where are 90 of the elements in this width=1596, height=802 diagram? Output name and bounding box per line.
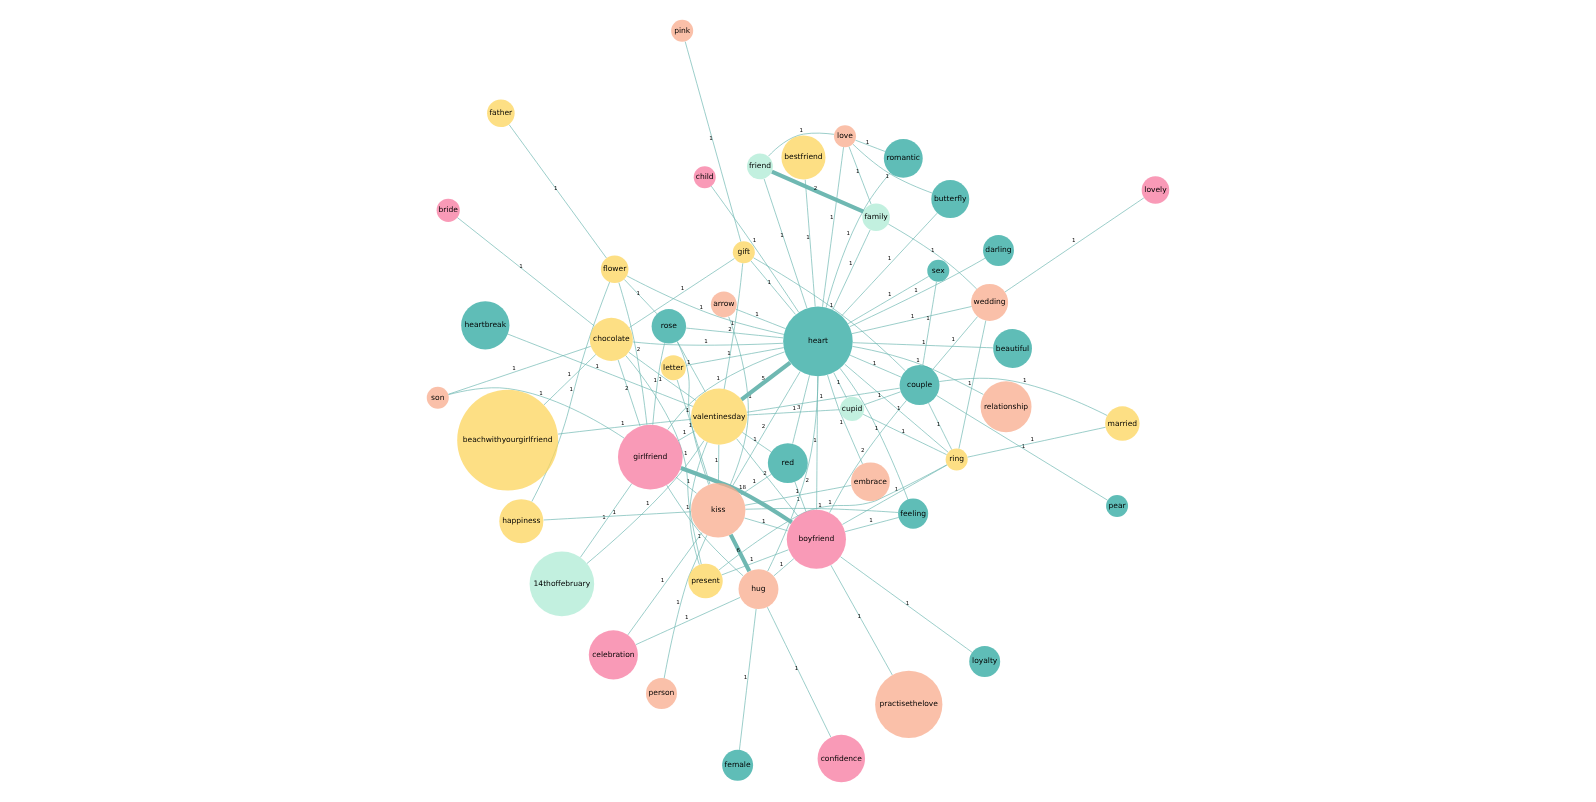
connector bbox=[967, 426, 1106, 458]
connector bbox=[862, 414, 947, 455]
connector bbox=[652, 342, 665, 426]
connector bbox=[767, 606, 832, 738]
connector bbox=[728, 533, 752, 573]
connector bbox=[448, 346, 592, 395]
connector bbox=[932, 316, 978, 371]
connector bbox=[829, 399, 907, 514]
connector bbox=[742, 432, 772, 453]
connector bbox=[680, 466, 793, 525]
connector bbox=[840, 556, 973, 653]
connector bbox=[938, 377, 1108, 416]
connector bbox=[832, 229, 871, 311]
connector bbox=[745, 508, 899, 513]
connector bbox=[635, 597, 741, 645]
connector bbox=[723, 262, 744, 390]
connector bbox=[689, 441, 708, 565]
connector bbox=[543, 354, 597, 406]
connector bbox=[667, 351, 786, 430]
connector bbox=[684, 41, 742, 242]
connector bbox=[676, 341, 710, 485]
connector bbox=[763, 178, 808, 309]
connector bbox=[842, 464, 948, 525]
connector bbox=[739, 608, 757, 751]
connector bbox=[675, 476, 697, 494]
connector bbox=[753, 257, 906, 372]
connector bbox=[822, 146, 844, 308]
connector bbox=[676, 379, 711, 485]
connector bbox=[685, 347, 784, 366]
connector bbox=[663, 534, 708, 679]
connector bbox=[735, 308, 786, 329]
connector bbox=[666, 484, 744, 577]
connector bbox=[744, 485, 852, 506]
connector bbox=[731, 371, 801, 488]
connector bbox=[928, 402, 953, 450]
connector bbox=[507, 333, 694, 407]
connector bbox=[830, 564, 893, 676]
connector bbox=[887, 223, 978, 290]
connector bbox=[626, 275, 785, 335]
connector bbox=[627, 532, 703, 636]
connector bbox=[736, 438, 799, 517]
connector bbox=[922, 281, 937, 366]
connector bbox=[448, 387, 625, 439]
connector bbox=[847, 276, 929, 325]
connector bbox=[1004, 197, 1145, 293]
connector bbox=[771, 169, 865, 214]
connector bbox=[624, 279, 658, 315]
connector bbox=[844, 517, 899, 532]
connector bbox=[852, 143, 933, 194]
connector bbox=[849, 354, 902, 378]
connector bbox=[750, 260, 796, 315]
connector bbox=[768, 132, 835, 157]
connector bbox=[958, 320, 987, 450]
connector bbox=[543, 511, 692, 521]
connector bbox=[586, 440, 705, 564]
connector bbox=[792, 374, 810, 444]
connector bbox=[794, 481, 807, 512]
connector bbox=[844, 363, 949, 453]
connector bbox=[580, 483, 633, 558]
connector bbox=[744, 517, 789, 532]
connector bbox=[740, 473, 772, 496]
connector bbox=[863, 391, 901, 406]
connector bbox=[617, 359, 641, 427]
connector bbox=[508, 124, 607, 259]
connector bbox=[833, 372, 847, 399]
connector bbox=[457, 217, 595, 327]
connector bbox=[852, 342, 994, 349]
connector bbox=[718, 444, 720, 484]
connector bbox=[618, 282, 648, 425]
connector bbox=[855, 139, 886, 152]
connector bbox=[710, 185, 799, 313]
connector bbox=[718, 464, 948, 571]
connector bbox=[557, 419, 692, 435]
connector bbox=[685, 327, 784, 339]
connector bbox=[746, 409, 840, 416]
connector bbox=[936, 395, 1108, 501]
connector bbox=[677, 430, 696, 441]
connector bbox=[677, 341, 706, 393]
connector bbox=[746, 387, 901, 413]
connector bbox=[804, 179, 816, 307]
connector bbox=[767, 375, 819, 572]
connector bbox=[852, 346, 984, 395]
connector bbox=[841, 212, 938, 316]
connector bbox=[728, 316, 749, 486]
connector bbox=[740, 360, 792, 402]
connector bbox=[721, 549, 789, 576]
connector bbox=[632, 341, 784, 346]
connector bbox=[848, 146, 872, 205]
connector bbox=[773, 558, 795, 577]
connector bbox=[851, 306, 972, 335]
